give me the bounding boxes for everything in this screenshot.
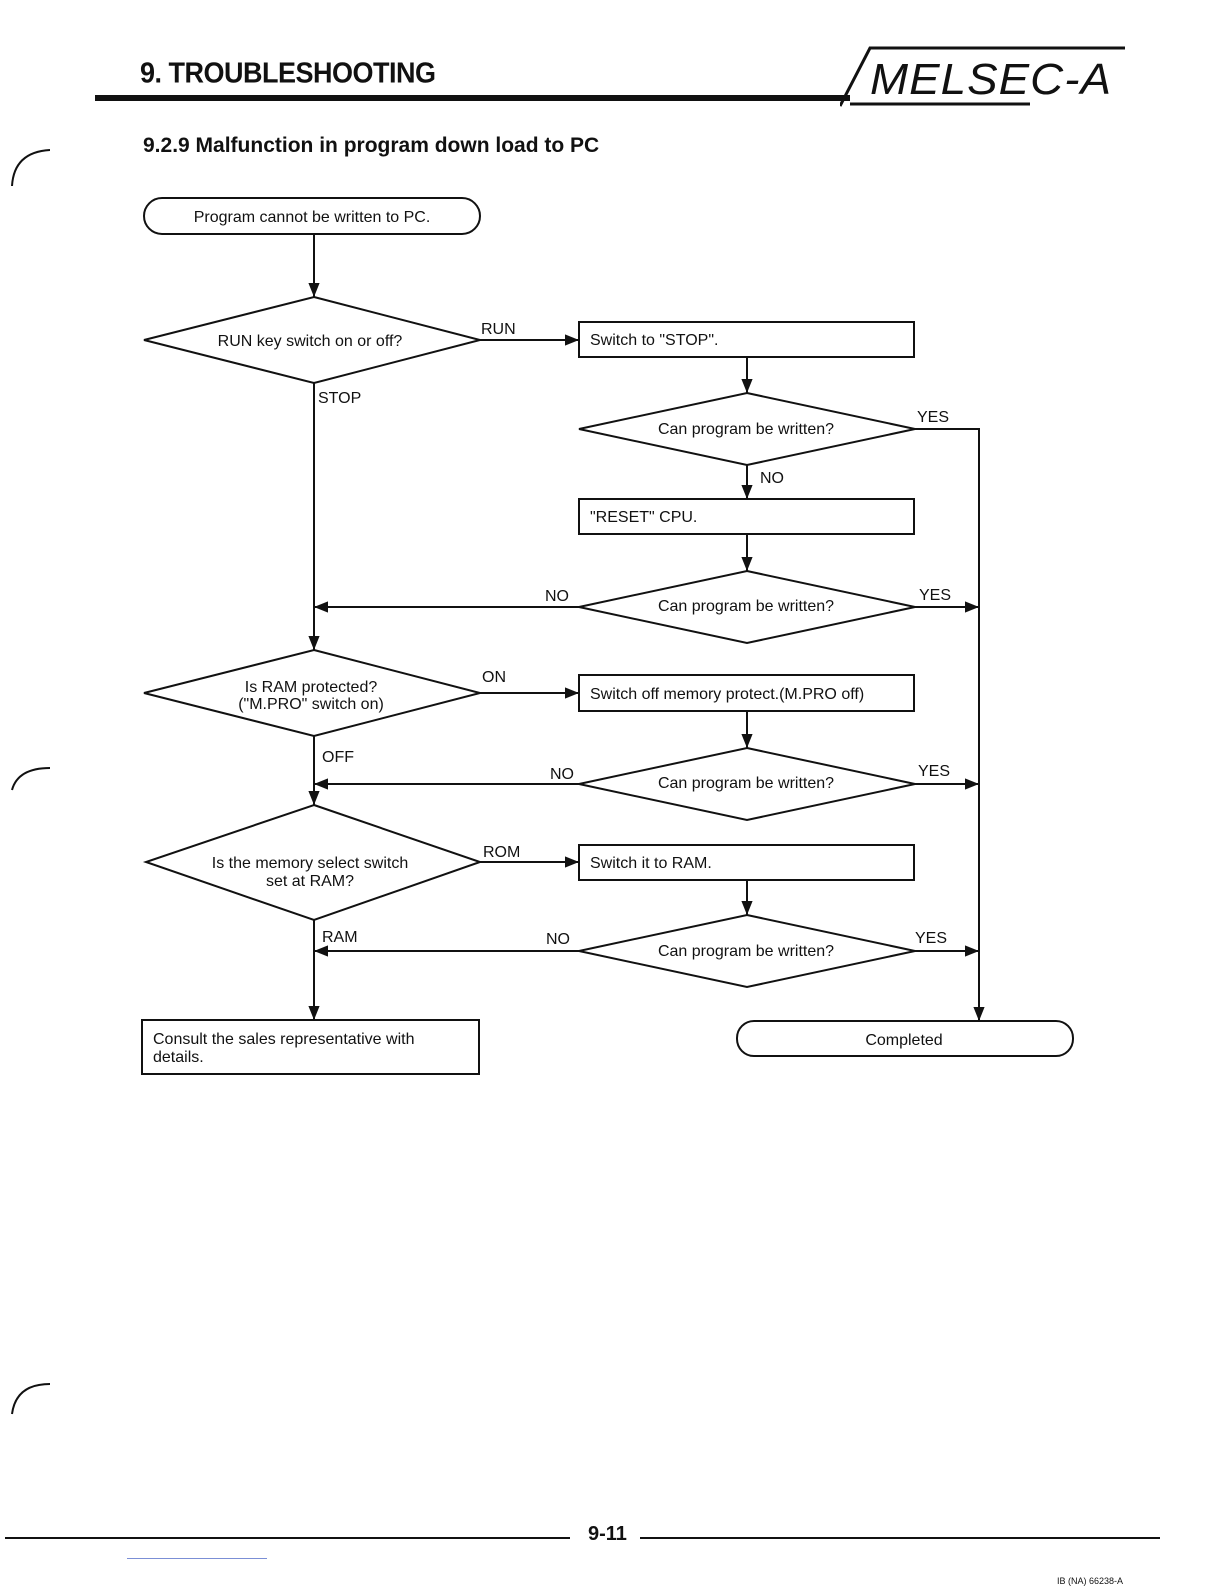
section-title: 9. TROUBLESHOOTING bbox=[140, 57, 436, 89]
label-no-1: NO bbox=[760, 470, 784, 487]
header-rule bbox=[95, 95, 850, 101]
decision-written-1-text: Can program be written? bbox=[658, 421, 834, 438]
decision-run-key-text: RUN key switch on or off? bbox=[218, 333, 403, 350]
label-ram: RAM bbox=[322, 929, 358, 946]
decision-written-2-text: Can program be written? bbox=[658, 598, 834, 615]
label-yes-1: YES bbox=[917, 409, 949, 426]
document-code: IB (NA) 66238-A bbox=[1057, 1576, 1124, 1586]
label-run: RUN bbox=[481, 321, 516, 338]
decision-ram-protected-text-2: ("M.PRO" switch on) bbox=[238, 696, 384, 713]
blue-underline bbox=[127, 1558, 267, 1559]
crop-mark-middle bbox=[11, 767, 50, 791]
decision-written-3-shape bbox=[578, 746, 916, 822]
brand-text: MELSEC-A bbox=[870, 55, 1112, 104]
switch-stop-text: Switch to "STOP". bbox=[590, 332, 718, 349]
crop-mark-top bbox=[11, 149, 50, 187]
consult-text-2: details. bbox=[153, 1049, 204, 1066]
start-text: Program cannot be written to PC. bbox=[194, 209, 431, 226]
label-yes-2: YES bbox=[919, 587, 951, 604]
reset-cpu-text: "RESET" CPU. bbox=[590, 509, 697, 526]
label-off: OFF bbox=[322, 749, 354, 766]
melsec-a-logo: MELSEC-A bbox=[840, 46, 1125, 107]
decision-memory-select-text-1: Is the memory select switch bbox=[212, 855, 409, 872]
label-no-2: NO bbox=[545, 588, 569, 605]
label-yes-4: YES bbox=[915, 930, 947, 947]
decision-written-2-shape bbox=[578, 569, 916, 645]
footer-rule-right bbox=[640, 1537, 1160, 1539]
decision-memory-select-text-2: set at RAM? bbox=[266, 873, 354, 890]
label-yes-3: YES bbox=[918, 763, 950, 780]
connector-d2-yes bbox=[915, 428, 985, 1021]
page-number: 9-11 bbox=[588, 1523, 627, 1545]
decision-written-4-text: Can program be written? bbox=[658, 943, 834, 960]
label-stop: STOP bbox=[318, 390, 361, 407]
label-no-4: NO bbox=[546, 931, 570, 948]
consult-text-1: Consult the sales representative with bbox=[153, 1031, 414, 1048]
label-on: ON bbox=[482, 669, 506, 686]
start-terminal bbox=[143, 197, 481, 235]
memory-protect-text: Switch off memory protect.(M.PRO off) bbox=[590, 686, 864, 703]
decision-written-4-shape bbox=[578, 913, 916, 989]
label-no-3: NO bbox=[550, 766, 574, 783]
completed-terminal bbox=[736, 1020, 1074, 1057]
crop-mark-bottom bbox=[11, 1383, 50, 1415]
completed-text: Completed bbox=[865, 1032, 942, 1049]
consult-box bbox=[141, 1019, 480, 1075]
decision-ram-protected-text-1: Is RAM protected? bbox=[245, 679, 378, 696]
switch-ram-text: Switch it to RAM. bbox=[590, 855, 712, 872]
label-rom: ROM bbox=[483, 844, 520, 861]
decision-written-3-text: Can program be written? bbox=[658, 775, 834, 792]
footer-rule-left bbox=[5, 1537, 570, 1539]
subsection-title: 9.2.9 Malfunction in program down load t… bbox=[143, 134, 600, 157]
